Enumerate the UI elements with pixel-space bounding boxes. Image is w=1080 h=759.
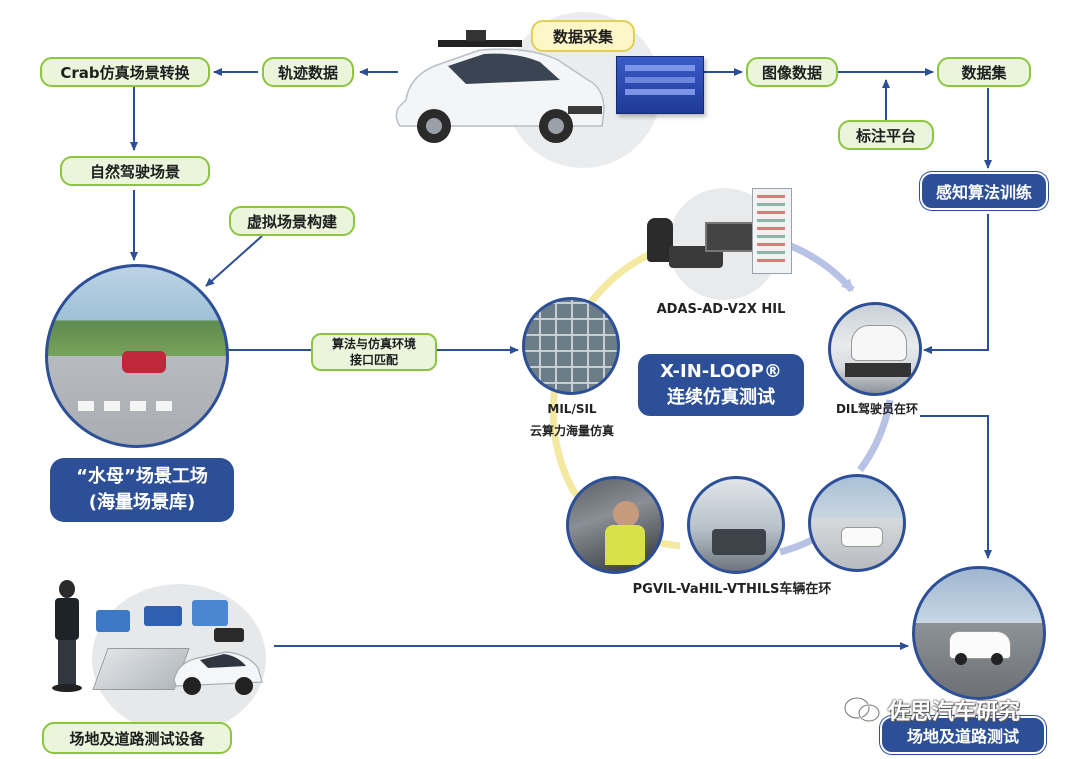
image-data-label: 图像数据 xyxy=(761,63,822,82)
image-data-pill: 图像数据 xyxy=(746,57,838,87)
interface-match-line2: 接口匹配 xyxy=(349,353,398,367)
pgvil-driver-image xyxy=(566,476,664,574)
watermark-text: 佐思汽车研究 xyxy=(888,700,1021,725)
mil-sil-line2: 云算力海量仿真 xyxy=(529,424,614,438)
virtual-scene-pill: 虚拟场景构建 xyxy=(229,206,355,236)
field-test-image xyxy=(912,566,1046,700)
adas-hil-caption: ADAS-AD-V2X HIL xyxy=(656,302,786,317)
simulator-seat-image xyxy=(641,214,755,278)
dummy-pedestrian-image xyxy=(50,580,84,692)
perception-training-label: 感知算法训练 xyxy=(935,183,1032,202)
vthils-vehicle-image xyxy=(808,474,906,572)
data-collection-label: 数据采集 xyxy=(552,27,613,46)
dil-caption: DIL驾驶员在环 xyxy=(835,402,919,416)
watermark: 佐思汽车研究 xyxy=(842,690,1020,730)
dataset-pill: 数据集 xyxy=(937,57,1031,87)
annotation-platform-label: 标注平台 xyxy=(855,126,916,145)
data-collection-pill: 数据采集 xyxy=(531,20,635,52)
pgvil-caption: PGVIL-VaHIL-VTHILS车辆在环 xyxy=(632,582,832,597)
field-equipment-label: 场地及道路测试设备 xyxy=(69,729,205,748)
trajectory-data-label: 轨迹数据 xyxy=(277,63,338,82)
arrow-dil-to-field xyxy=(920,415,992,559)
field-test-label: 场地及道路测试 xyxy=(906,727,1019,746)
vahil-bench-image xyxy=(687,476,785,574)
soft-target-car-image xyxy=(173,651,263,695)
jellyfish-factory-box: “水母”场景工场 (海量场景库) xyxy=(50,458,234,522)
mil-sil-line1: MIL/SIL xyxy=(547,402,597,416)
jellyfish-factory-line2: (海量场景库) xyxy=(88,492,196,513)
dil-image xyxy=(828,302,922,396)
natural-scene-pill: 自然驾驶场景 xyxy=(60,156,210,186)
dataset-label: 数据集 xyxy=(961,63,1007,82)
hil-cabinet-image xyxy=(752,188,792,274)
mil-sil-caption: MIL/SIL 云算力海量仿真 xyxy=(498,398,646,442)
x-in-loop-subtitle: 连续仿真测试 xyxy=(667,387,775,408)
x-in-loop-title: X-IN-LOOP® xyxy=(660,361,782,382)
field-test-pill: 场地及道路测试 xyxy=(880,716,1046,754)
annotation-platform-pill: 标注平台 xyxy=(838,120,934,150)
jellyfish-factory-line1: “水母”场景工场 xyxy=(76,466,208,487)
field-equipment-pill: 场地及道路测试设备 xyxy=(42,722,232,754)
mil-sil-image xyxy=(522,297,620,395)
arrow-training-to-dil xyxy=(923,214,989,354)
data-logger-device xyxy=(616,56,704,114)
trajectory-data-pill: 轨迹数据 xyxy=(262,57,354,87)
crab-conversion-label: Crab仿真场景转换 xyxy=(60,63,190,82)
interface-match-pill: 算法与仿真环境 接口匹配 xyxy=(311,333,437,371)
natural-scene-label: 自然驾驶场景 xyxy=(89,162,180,181)
perception-training-pill: 感知算法训练 xyxy=(920,172,1048,210)
virtual-scene-label: 虚拟场景构建 xyxy=(246,212,337,231)
test-device-kit-image xyxy=(96,600,246,644)
scene-library-image xyxy=(45,264,229,448)
wechat-icon xyxy=(843,696,881,723)
crab-conversion-pill: Crab仿真场景转换 xyxy=(40,57,210,87)
arrow-virtual-to-library xyxy=(205,235,263,287)
interface-match-line1: 算法与仿真环境 xyxy=(331,337,416,351)
x-in-loop-box: X-IN-LOOP® 连续仿真测试 xyxy=(638,354,804,416)
test-car-image xyxy=(395,30,605,143)
